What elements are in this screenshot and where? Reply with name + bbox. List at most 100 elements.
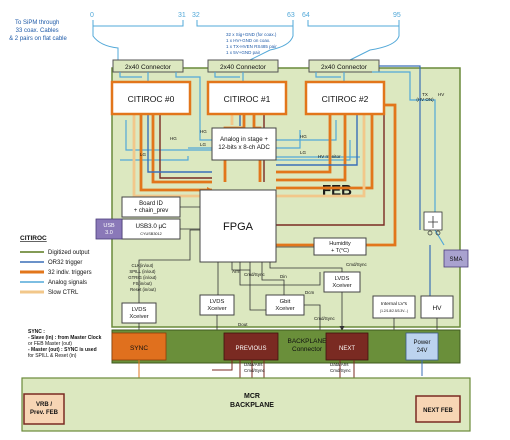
tx-driver-icon: [423, 211, 443, 236]
analog-signal-lines: [119, 72, 360, 161]
cmd-sync-label-a: Cmd/Sync: [244, 272, 266, 277]
arm-label: Arm: [232, 269, 241, 274]
data-ans-label-b: Data/Ans: [330, 362, 349, 367]
svg-text:CYUSB3012: CYUSB3012: [140, 232, 162, 236]
legend-title: CITIROC: [20, 235, 47, 242]
cmd-sync-label-e: Cmd/Sync: [330, 368, 352, 373]
hg-label-2: HG: [300, 134, 307, 139]
svg-text:SYNC: SYNC: [130, 345, 148, 352]
svg-text:CITIROC #2: CITIROC #2: [322, 94, 369, 104]
dcm-label: Dcm: [305, 290, 314, 295]
channel-bracket-0-31: [92, 20, 184, 60]
next-port: NEXT: [325, 332, 369, 361]
fpga-bottom-links: [138, 229, 438, 331]
cmd-sync-label-d: Cmd/Sync: [244, 368, 266, 373]
channel-bracket-32-63: [196, 20, 294, 61]
backplane-connector-bar: [111, 329, 461, 364]
next-feb: NEXT FEB: [415, 395, 461, 423]
svg-text:CITIROC #0: CITIROC #0: [128, 94, 175, 104]
lg-label-2: LG: [300, 150, 307, 155]
connector-1: 2x40 Connector: [207, 59, 279, 73]
legend-item-label: Analog signals: [48, 280, 87, 286]
svg-text:2x40 Connector: 2x40 Connector: [125, 64, 172, 71]
mcr-backplane: [21, 377, 471, 432]
hg-label-0: HG: [170, 136, 177, 141]
left-signal-list: CLK(in/out) SPILL (in/out) GTRIG (in/out…: [128, 263, 157, 292]
cmd-sync-label-c: Cmd/Sync: [314, 316, 336, 321]
svg-text:USB3.0 µC: USB3.0 µC: [135, 223, 167, 230]
svg-text:2x40 Connector: 2x40 Connector: [321, 64, 368, 71]
channel-label-31: 31: [178, 12, 186, 19]
hv-block: HV: [420, 295, 454, 319]
connector-2: 2x40 Connector: [308, 59, 380, 73]
legend-item-label: OR32 trigger: [48, 260, 82, 266]
hv-tx-lines: [372, 65, 445, 300]
sync-port: SYNC: [111, 332, 167, 361]
channel-label-0: 0: [90, 12, 94, 19]
svg-text:Board ID+ chain_prev: Board ID+ chain_prev: [134, 201, 169, 214]
legend-item-label: Slow CTRL: [48, 290, 79, 296]
channel-label-64: 64: [302, 12, 310, 19]
usb-uc-block: USB3.0 µC CYUSB3012: [121, 218, 181, 240]
lg-label-1: LG: [200, 142, 207, 147]
previous-port: PREVIOUS: [223, 332, 279, 361]
hv-side-label: HV: [438, 92, 444, 97]
svg-text:SMA: SMA: [449, 257, 462, 263]
svg-text:VRB /Prev. FEB: VRB /Prev. FEB: [30, 402, 59, 416]
svg-text:Analog in stage +12-bits x 8-c: Analog in stage +12-bits x 8-ch ADC: [218, 136, 270, 151]
cmd-sync-label-b: Cmd/Sync: [346, 262, 368, 267]
svg-text:(1.2/1.8/2.5/3.3V...): (1.2/1.8/2.5/3.3V...): [380, 309, 408, 313]
analog-adc-stage: Analog in stage +12-bits x 8-ch ADC: [211, 127, 277, 161]
citiroc-0: CITIROC #0: [110, 80, 192, 116]
dout-label: Dout: [238, 322, 248, 327]
din-label: Din: [280, 274, 287, 279]
svg-text:Humidity+ T(°C): Humidity+ T(°C): [329, 241, 351, 254]
sma-connector: SMA: [443, 249, 469, 268]
svg-text:2x40 Connector: 2x40 Connector: [220, 64, 267, 71]
tx-label: TX(HV ON): [416, 92, 434, 102]
hg-label-1: HG: [200, 129, 207, 134]
data-ans-label-a: Data/Ans: [244, 362, 263, 367]
humidity-sensor: Humidity+ T(°C): [313, 237, 367, 256]
svg-text:Internal LV's: Internal LV's: [381, 301, 408, 307]
connector-0: 2x40 Connector: [112, 59, 184, 73]
board-id-block: Board ID+ chain_prev: [121, 196, 181, 218]
svg-text:USB3.0: USB3.0: [103, 223, 115, 236]
channel-label-95: 95: [393, 12, 401, 19]
internal-lv-block: Internal LV's (1.2/1.8/2.5/3.3V...): [372, 295, 416, 319]
fpga-block: FPGA: [199, 189, 277, 263]
citiroc-1: CITIROC #1: [206, 80, 288, 116]
channel-label-32: 32: [192, 12, 200, 19]
svg-text:PREVIOUS: PREVIOUS: [235, 346, 266, 352]
legend-item-label: 32 indiv. triggers: [48, 270, 92, 276]
svg-text:FPGA: FPGA: [223, 221, 254, 233]
connector-pinout-note: 32 x Sig+GND (for coax.) 1 x HV+GND on c…: [226, 32, 278, 55]
svg-text:NEXT FEB: NEXT FEB: [423, 408, 453, 414]
svg-text:NEXT: NEXT: [339, 346, 355, 352]
citiroc-2: CITIROC #2: [304, 80, 386, 116]
channel-bracket-64-95: [307, 20, 400, 61]
svg-text:HV: HV: [432, 305, 442, 312]
svg-text:CITIROC #1: CITIROC #1: [224, 94, 271, 104]
vrb-prev-feb: VRB /Prev. FEB: [23, 393, 65, 425]
sync-note: SYNC : - Slave (in) : from Master Clock …: [28, 329, 102, 359]
legend-item-label: Digitized output: [48, 250, 90, 256]
lg-label-0: LG: [140, 152, 147, 157]
sipm-note: To SiPM through 33 coax. Cables & 2 pair…: [9, 20, 67, 42]
